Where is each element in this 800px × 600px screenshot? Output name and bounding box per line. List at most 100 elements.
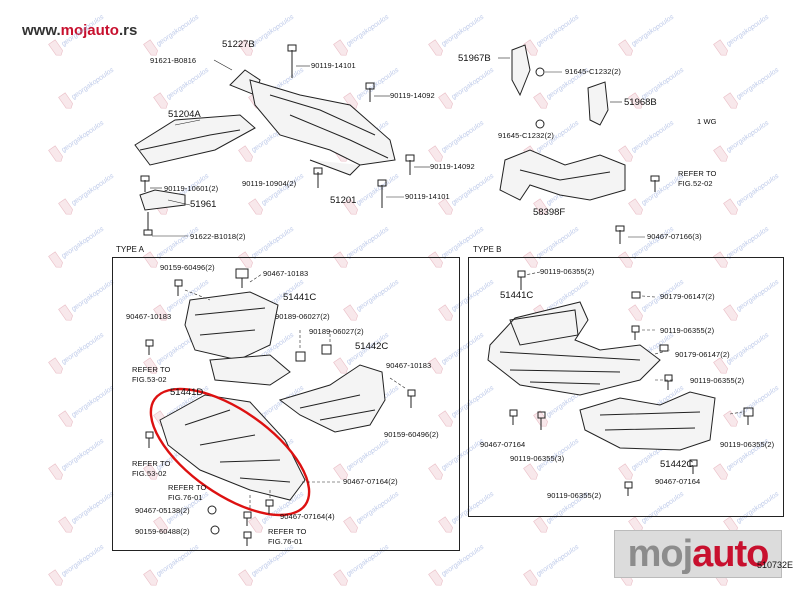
type-a-box [112,257,460,551]
callout-label: 90119-14101 [405,192,450,201]
callout-label: 90467-07164 [480,440,526,449]
callout-label: 90119-14101 [311,61,356,70]
watermark-logo: georgakopoulos [238,13,296,56]
svg-text:georgakopoulos: georgakopoulos [450,172,495,207]
watermark-logo: georgakopoulos [523,13,581,56]
callout-label: REFER TO [132,365,171,374]
site-domain: www.mojauto.rs [22,22,138,39]
svg-text:georgakopoulos: georgakopoulos [60,225,105,260]
callout-label: FIG.53-02 [132,469,167,478]
callout-label: FIG.76-01 [168,493,203,502]
svg-text:georgakopoulos: georgakopoulos [725,13,770,48]
site-logo: mojauto [614,530,782,578]
svg-text:georgakopoulos: georgakopoulos [70,490,115,525]
watermark-logo: georgakopoulos [48,13,106,56]
type-a-label: TYPE A [116,245,145,254]
callout-label: 90159-60496(2) [160,263,215,272]
callout-label: FIG.52-02 [678,179,713,188]
part-number-label: 51441C [283,292,317,303]
highlight-ellipse [149,387,311,517]
callout-label: REFER TO [678,169,717,178]
svg-text:georgakopoulos: georgakopoulos [535,13,580,48]
part-number-label: 51442C [660,459,694,470]
callout-label: 90119-06355(2) [547,491,602,500]
callout-label: 90179-06147(2) [675,350,730,359]
callout-label: 90467-07166(3) [647,232,702,241]
watermark-logo: georgakopoulos [48,225,106,268]
part-number-label: 51967B [458,53,491,64]
part-number-label: 51227B [222,39,255,50]
svg-text:georgakopoulos: georgakopoulos [250,225,295,260]
callout-label: 90467-07164(2) [343,477,398,486]
svg-text:georgakopoulos: georgakopoulos [70,172,115,207]
watermark-logo: georgakopoulos [428,119,486,162]
watermark-logo: georgakopoulos [438,66,496,109]
callout-label: 90119-14092 [390,91,435,100]
part-number-label: 51201 [330,195,357,206]
callout-label: 90119-06355(2) [720,440,775,449]
svg-text:georgakopoulos: georgakopoulos [725,119,770,154]
watermark-logo: georgakopoulos [58,66,116,109]
svg-text:georgakopoulos: georgakopoulos [60,437,105,472]
part-number-label: 58398F [533,207,566,218]
type-b-label: TYPE B [473,245,502,254]
callout-label: 90179-06147(2) [660,292,715,301]
watermark-logo: georgakopoulos [48,543,106,586]
watermark-logo: georgakopoulos [48,119,106,162]
watermark-logo: georgakopoulos [333,13,391,56]
callout-label: 90119-06355(2) [660,326,715,335]
watermark-logo: georgakopoulos [618,13,676,56]
svg-text:georgakopoulos: georgakopoulos [70,384,115,419]
svg-text:georgakopoulos: georgakopoulos [60,543,105,578]
callout-label: 90119-06355(3) [510,454,565,463]
svg-text:georgakopoulos: georgakopoulos [60,119,105,154]
callout-label: 90467-07164 [655,477,701,486]
callout-label: REFER TO [268,527,307,536]
callout-label: 90467-05138(2) [135,506,190,515]
svg-text:georgakopoulos: georgakopoulos [440,13,485,48]
svg-text:georgakopoulos: georgakopoulos [440,119,485,154]
watermark-logo: georgakopoulos [153,66,211,109]
svg-text:georgakopoulos: georgakopoulos [70,278,115,313]
callout-label: REFER TO [168,483,207,492]
callout-label: FIG.53-02 [132,375,167,384]
svg-text:georgakopoulos: georgakopoulos [450,66,495,101]
watermark-logo: georgakopoulos [713,13,771,56]
svg-text:georgakopoulos: georgakopoulos [535,225,580,260]
svg-text:georgakopoulos: georgakopoulos [630,225,675,260]
drawing-code: 510732E [757,560,794,570]
svg-text:georgakopoulos: georgakopoulos [260,172,305,207]
type-a-covers [145,268,416,546]
watermark-logo: georgakopoulos [428,13,486,56]
callout-label: 90189-06027(2) [309,327,364,336]
watermark-logo: georgakopoulos [248,172,306,215]
watermark-logo: georgakopoulos [723,172,781,215]
callout-label: 90189-06027(2) [275,312,330,321]
callout-label: 90119-10904(2) [242,179,297,188]
svg-text:georgakopoulos: georgakopoulos [60,331,105,366]
watermark-logo: georgakopoulos [58,278,116,321]
svg-text:georgakopoulos: georgakopoulos [250,13,295,48]
watermark-logo: georgakopoulos [723,66,781,109]
type-b-covers [487,270,754,496]
part-number-label: 51441D [170,387,204,398]
watermark-logo: georgakopoulos [713,119,771,162]
svg-text:georgakopoulos: georgakopoulos [630,13,675,48]
svg-text:georgakopoulos: georgakopoulos [630,119,675,154]
watermark-logo: georgakopoulos [143,13,201,56]
callout-label: 1 WG [697,117,717,126]
watermark-logo: georgakopoulos [48,331,106,374]
part-number-label: 51204A [168,109,201,120]
callout-label: 90119-06355(2) [690,376,745,385]
callout-label: 90159-60496(2) [384,430,439,439]
svg-text:georgakopoulos: georgakopoulos [735,66,780,101]
crossmember-assembly [134,44,430,237]
callout-label: REFER TO [132,459,171,468]
watermark-logo: georgakopoulos [58,172,116,215]
watermark-logo: georgakopoulos [618,119,676,162]
callout-label: 90119-06355(2) [540,267,595,276]
svg-text:georgakopoulos: georgakopoulos [345,13,390,48]
callout-label: 91645-C1232(2) [565,67,622,76]
svg-text:georgakopoulos: georgakopoulos [155,225,200,260]
